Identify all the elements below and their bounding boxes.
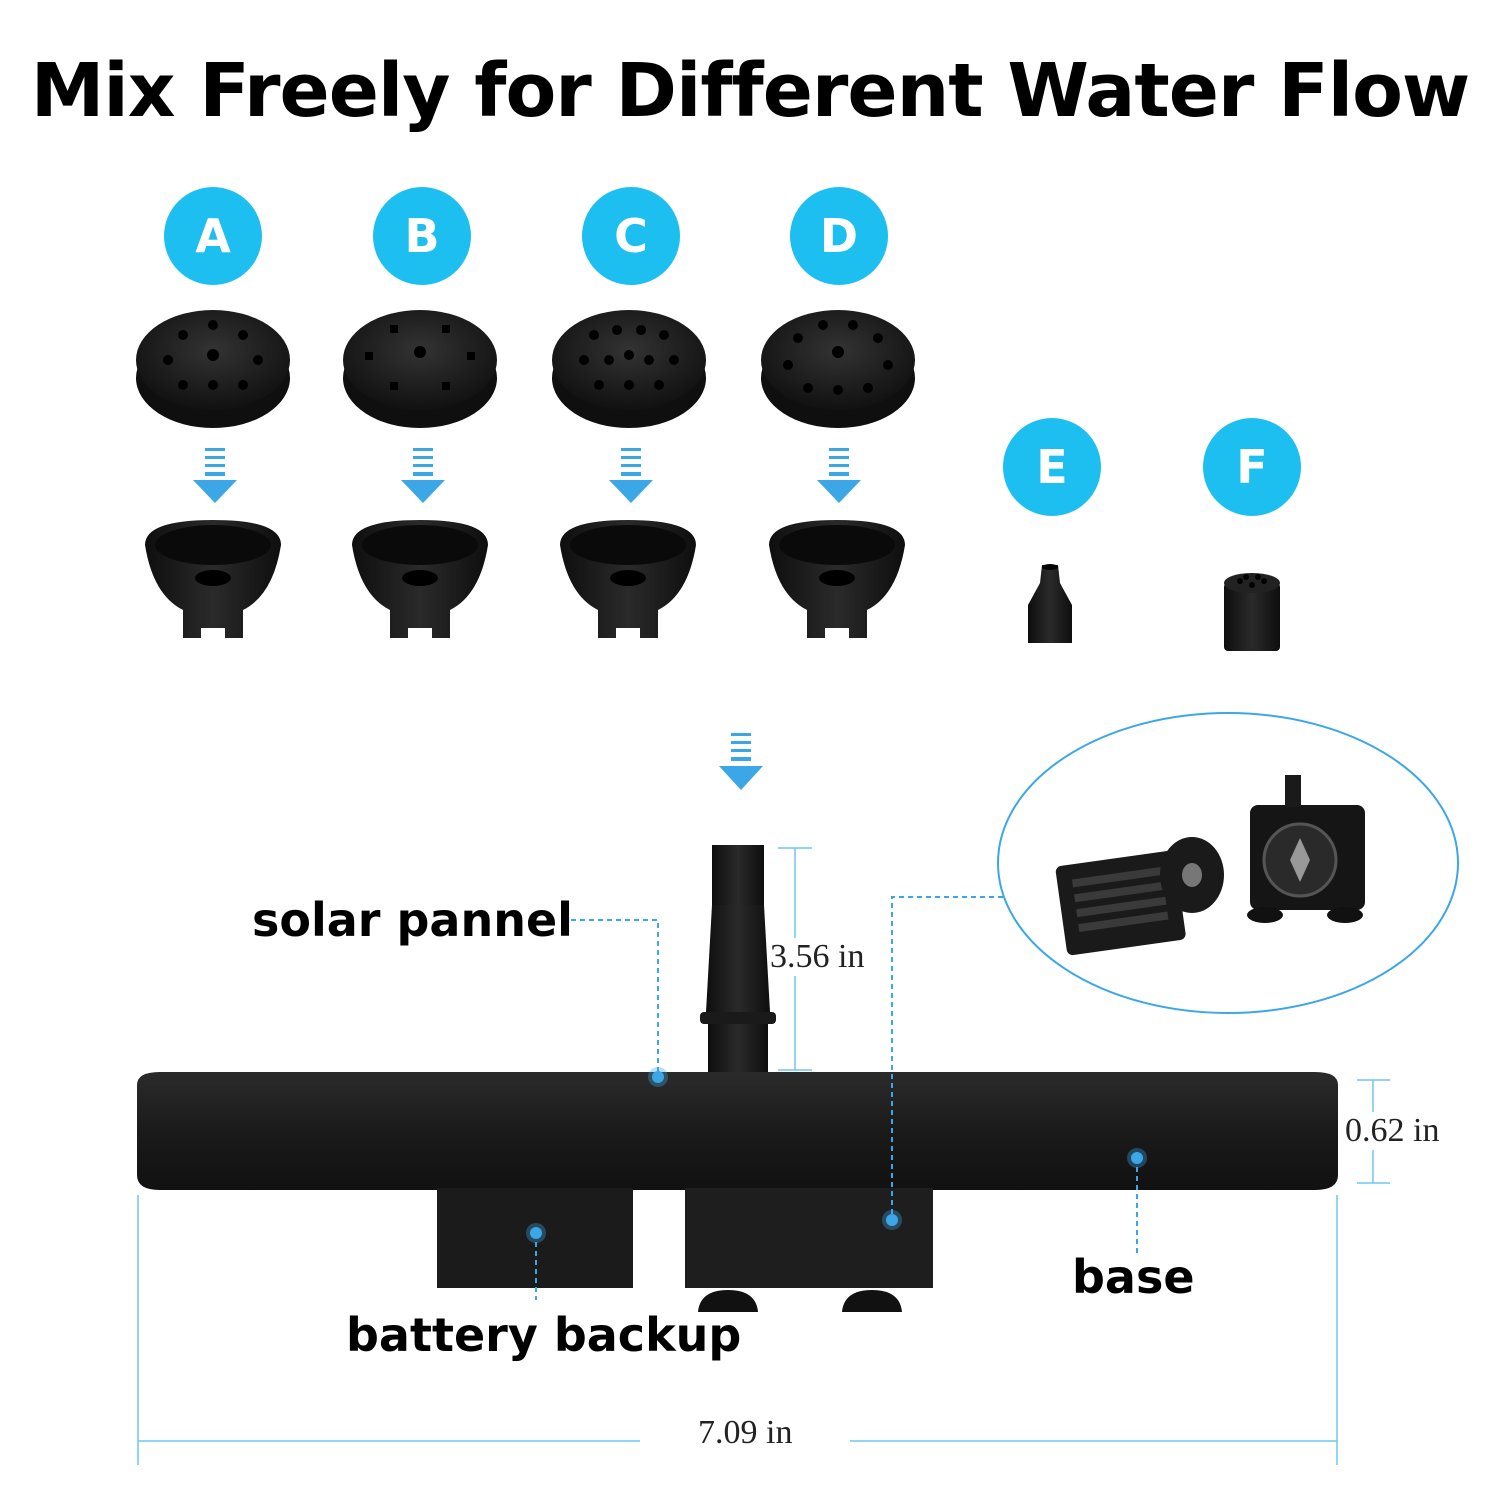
badge-c: C: [582, 187, 680, 285]
page-title: Mix Freely for Different Water Flow: [30, 48, 1471, 134]
nozzle-disc-d: [761, 310, 915, 428]
nozzle-disc-a: [136, 310, 290, 428]
badge-f: F: [1203, 418, 1301, 516]
label-base: base: [1072, 1250, 1195, 1304]
arrow-down-icon: [193, 448, 237, 503]
dimension-diameter: 7.09 in: [640, 1414, 851, 1452]
badge-b: B: [373, 187, 471, 285]
nozzle-f: [1224, 573, 1280, 651]
dimension-nozzle-height: 3.56 in: [770, 938, 865, 976]
callout-dots: [526, 1067, 1147, 1243]
nozzle-cup-c: [560, 520, 696, 638]
badge-e: E: [1003, 418, 1101, 516]
label-solar-panel: solar pannel: [252, 893, 573, 947]
arrow-down-icon: [401, 448, 445, 503]
arrow-down-icon: [817, 448, 861, 503]
pump-inset-oval: [997, 712, 1459, 1014]
dimension-base-thickness: 0.62 in: [1345, 1112, 1440, 1150]
nozzle-disc-b: [343, 310, 497, 428]
nozzle-cup-b: [352, 520, 488, 638]
arrow-down-icon: [719, 733, 763, 790]
nozzle-e: [1028, 564, 1072, 643]
badge-d: D: [790, 187, 888, 285]
badge-a: A: [164, 187, 262, 285]
arrow-down-icon: [609, 448, 653, 503]
label-battery-backup: battery backup: [346, 1308, 742, 1362]
leader-lines: [535, 896, 1138, 1300]
nozzle-cup-a: [145, 520, 281, 638]
pump-exploded: [1055, 775, 1365, 956]
nozzle-cup-d: [769, 520, 905, 638]
nozzle-disc-c: [552, 310, 706, 428]
fountain-stem: [700, 845, 776, 1086]
